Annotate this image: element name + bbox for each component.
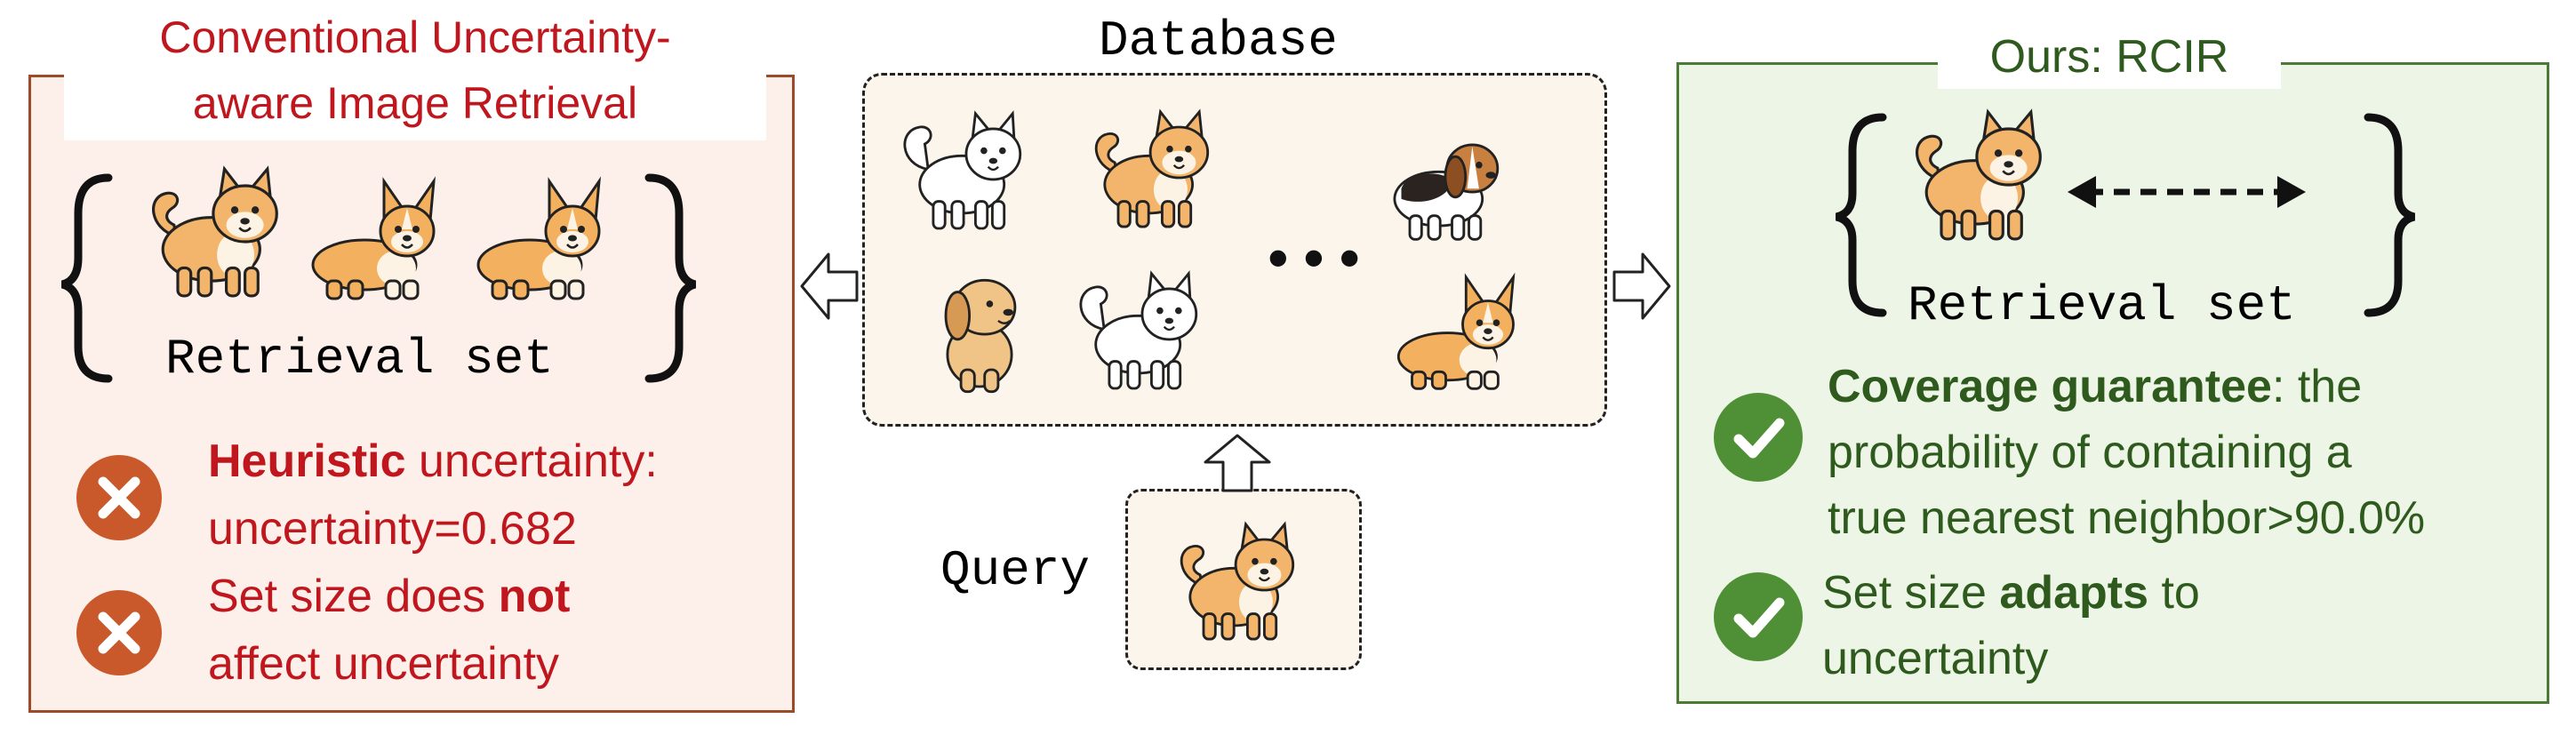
left-item1-bold: Heuristic [208, 435, 406, 487]
right-item1-rest: : the [2271, 361, 2363, 412]
white-spitz-dog-icon [903, 112, 1022, 230]
cross-circle-icon [76, 455, 162, 540]
up-hollow-arrow-icon [1204, 434, 1271, 492]
cross-circle-icon [76, 590, 162, 675]
right-item1-line2: probability of containing a [1828, 427, 2352, 478]
shiba-dog-icon [152, 167, 278, 298]
right-panel [1676, 62, 2549, 704]
right-title: Ours: RCIR [1989, 31, 2229, 83]
left-brace-open [60, 173, 113, 383]
shiba-dog-icon [1094, 110, 1210, 228]
left-retrieval-set-label: Retrieval set [165, 331, 554, 387]
database-title: Database [1099, 12, 1338, 69]
query-shiba-dog-icon [1180, 523, 1295, 641]
right-brace-close [2364, 113, 2416, 317]
left-brace-close [644, 173, 697, 383]
right-title-background [1938, 27, 2281, 89]
right-item1-line3: true nearest neighbor>90.0% [1828, 492, 2426, 544]
right-hollow-arrow-icon [1612, 252, 1671, 320]
right-item2-bold: adapts [1999, 567, 2149, 619]
left-item2-bold: not [498, 571, 571, 622]
right-item2-post: to [2148, 567, 2200, 619]
query-label: Query [940, 542, 1091, 599]
white-spitz-dog-icon [1079, 272, 1198, 390]
left-hollow-arrow-icon [800, 252, 859, 320]
right-brace-open [1835, 113, 1887, 317]
beagle-dog-icon [1393, 143, 1500, 241]
left-title-background [64, 7, 766, 140]
check-circle-icon [1714, 393, 1803, 482]
left-title-line1: Conventional Uncertainty- [159, 12, 671, 62]
left-item2-line2: affect uncertainty [208, 638, 560, 690]
shiba-dog-icon [1916, 110, 2042, 241]
left-item1-line1: Heuristic uncertainty: [208, 434, 658, 489]
dashed-double-arrow-icon [2068, 176, 2306, 208]
right-item2-line1: Set size adapts to [1822, 565, 2200, 620]
right-item1-line1: Coverage guarantee: the [1828, 359, 2362, 414]
left-item1-line2: uncertainty=0.682 [208, 503, 577, 555]
right-retrieval-set-label: Retrieval set [1908, 277, 2296, 334]
right-item2-pre: Set size [1822, 567, 2000, 619]
golden-puppy-icon [944, 278, 1017, 394]
left-title-line2: aware Image Retrieval [192, 78, 638, 128]
left-item1-rest: uncertainty: [405, 435, 658, 487]
database-ellipsis: • • • [1268, 226, 1360, 290]
corgi-dog-icon [311, 180, 436, 300]
left-item2-line1: Set size does not [208, 569, 570, 624]
corgi-dog-icon [1396, 276, 1515, 390]
right-item1-bold: Coverage guarantee [1828, 361, 2272, 412]
check-circle-icon [1714, 572, 1803, 661]
left-item2-pre: Set size does [208, 571, 499, 622]
corgi-dog-icon [476, 180, 601, 300]
right-item2-line2: uncertainty [1822, 633, 2049, 684]
